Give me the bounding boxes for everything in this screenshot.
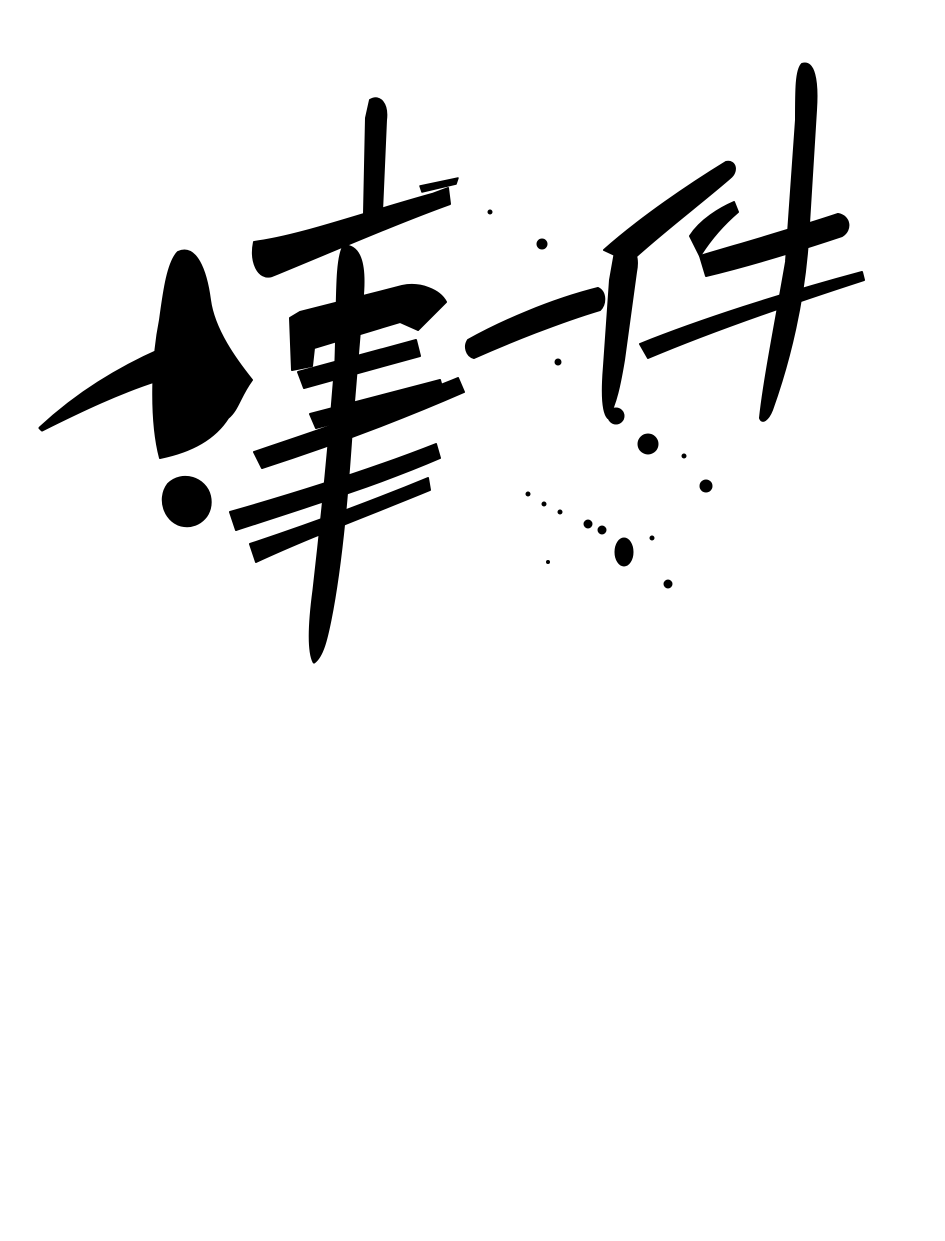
brush-stroke [699, 213, 850, 277]
ink-dot [663, 579, 673, 589]
ink-dot [536, 238, 548, 250]
ink-dot [525, 491, 531, 497]
brush-stroke [759, 62, 818, 422]
ink-dot [546, 560, 550, 564]
brush-stroke [363, 97, 388, 215]
brush-stroke [419, 177, 459, 193]
brush-stroke [601, 243, 638, 419]
calligraphy-character-3 [465, 287, 606, 359]
brush-stroke [152, 249, 253, 459]
ink-dot [161, 475, 212, 528]
ink-splatter [487, 209, 713, 589]
ink-dot [541, 501, 547, 507]
calligraphy-character-2 [229, 97, 465, 664]
brush-stroke [297, 339, 421, 389]
ink-dot [583, 519, 593, 529]
ink-dot [649, 535, 655, 541]
brush-stroke [465, 287, 606, 359]
brush-stroke [603, 160, 736, 263]
calligraphy-character-1 [38, 249, 253, 528]
brush-stroke [289, 284, 447, 371]
ink-dot [614, 537, 634, 567]
ink-dot [554, 358, 562, 366]
ink-dot [637, 433, 659, 455]
ink-dot [597, 525, 607, 535]
blank-paper-area [0, 700, 945, 1241]
ink-dot [487, 209, 493, 215]
brush-stroke [639, 271, 865, 359]
brush-stroke [252, 187, 451, 278]
ink-dot [607, 407, 625, 425]
brush-stroke [38, 348, 162, 432]
ink-dot [557, 509, 563, 515]
brush-stroke [308, 244, 365, 664]
brush-stroke [689, 201, 739, 257]
calligraphy-character-4 [601, 62, 865, 422]
ink-dot [681, 453, 687, 459]
ink-dot [699, 479, 713, 493]
